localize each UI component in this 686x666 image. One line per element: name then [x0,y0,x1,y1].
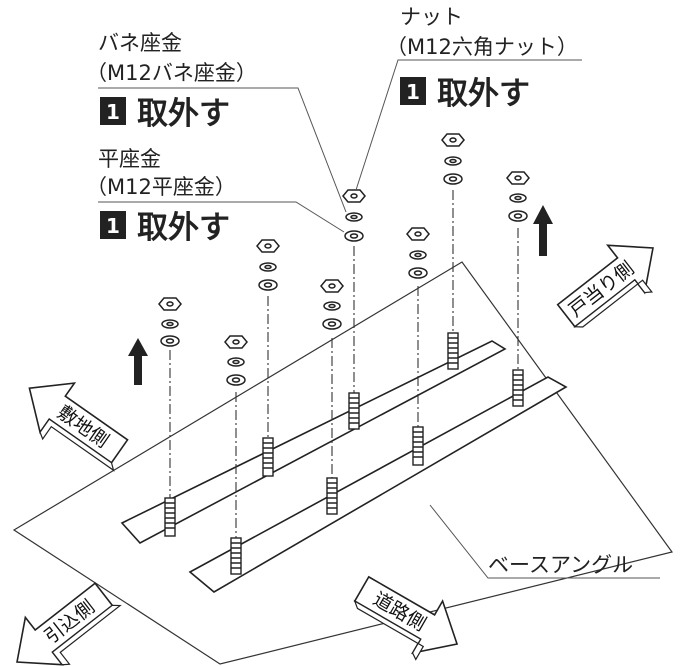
step-number-box [400,77,426,105]
hardware-stack [256,239,280,291]
step-number: 1 [106,100,120,124]
flat-washer-label: 平座金 [98,147,161,171]
anchor-bolts [164,332,524,575]
hardware-stack [224,335,248,386]
hardware-stack [320,279,344,330]
anchor-bolt [348,392,360,430]
hardware-stack [406,227,430,279]
hardware-stack [441,133,465,185]
up-arrow-icon [128,338,148,385]
hardware-stack [506,171,530,222]
anchor-bolt [326,477,338,515]
step-number-box [100,97,126,125]
base-angle-front [188,376,568,593]
hardware-stacks [158,133,530,386]
nut-spec: （M12六角ナット） [386,35,578,59]
up-arrow-icon [533,205,553,256]
flat-washer-spec: （M12平座金） [86,175,236,199]
hardware-stack [342,189,366,242]
remove-label: 取外す [437,76,530,112]
hardware-stack [158,297,182,347]
anchor-bolt [230,537,242,575]
anchor-bolt [512,369,524,407]
step-number: 1 [106,214,120,238]
step-number-box [100,211,126,239]
anchor-bolt [262,437,274,477]
remove-label: 取外す [137,96,230,132]
leader-lines [98,59,660,579]
anchor-bolt [164,497,176,537]
anchor-bolt [447,332,459,370]
spring-washer-spec: （M12バネ座金） [86,61,257,85]
step-number: 1 [406,80,420,104]
base-angle-label: ベースアングル [488,553,633,577]
anchor-bolt [412,426,424,466]
remove-label: 取外す [137,210,230,246]
base-angle-rear [120,340,507,544]
spring-washer-label: バネ座金 [98,31,182,55]
base-plate [12,261,674,665]
nut-label: ナット [400,5,463,29]
site-side-arrow: 敷地側 [28,382,129,472]
door-stop-side-arrow: 戸当り側 [556,244,654,328]
bolt-axis-lines [169,190,519,540]
